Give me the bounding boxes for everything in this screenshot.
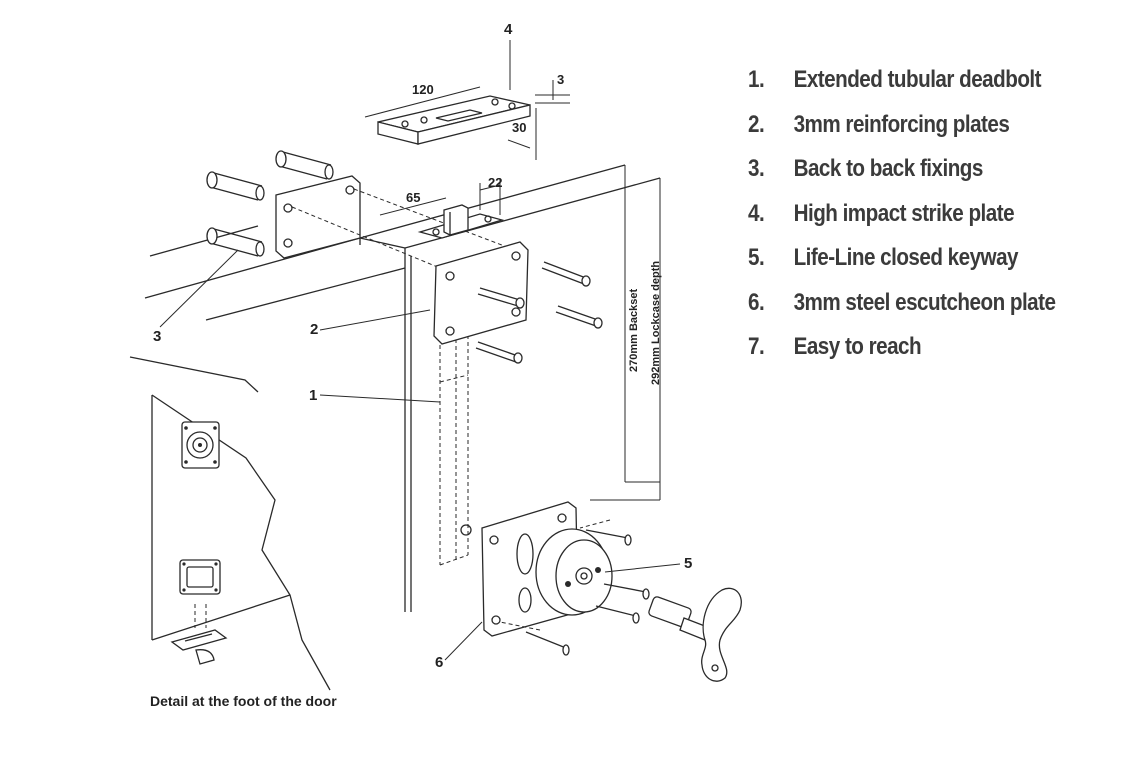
callout-6: 6 <box>435 654 443 671</box>
reinforcing-screws <box>475 261 603 364</box>
reinforcing-plate <box>433 241 603 364</box>
callout-1: 1 <box>309 387 317 404</box>
dim-lockcase-depth: 292mm Lockcase depth <box>650 261 662 385</box>
strike-plate <box>377 95 531 145</box>
legend-text: Life-Line closed keyway <box>793 244 1019 271</box>
legend-number: 7. <box>748 333 765 360</box>
callout-4: 4 <box>504 21 513 38</box>
dim-bolt-width: 22 <box>488 175 502 190</box>
dim-strike-offset: 30 <box>512 120 526 135</box>
legend-item: 3. Back to back fixings <box>748 155 1055 200</box>
legend-number: 6. <box>748 288 765 316</box>
door-foot-detail <box>151 394 331 691</box>
dimension-lines <box>364 40 661 501</box>
legend-item: 4. High impact strike plate <box>748 200 1055 245</box>
legend-number: 4. <box>748 199 765 227</box>
legend-number: 2. <box>748 110 765 138</box>
dim-backset: 270mm Backset <box>628 288 640 372</box>
legend-text: Back to back fixings <box>793 155 984 182</box>
callout-3: 3 <box>153 328 161 345</box>
foot-detail-caption: Detail at the foot of the door <box>150 693 337 709</box>
legend-text: 3mm steel escutcheon plate <box>793 288 1056 316</box>
legend-text: Easy to reach <box>793 333 922 360</box>
callout-numbers: 4 2 1 3 6 5 <box>153 21 692 671</box>
back-to-back-fixings <box>206 150 516 269</box>
legend-number: 3. <box>748 155 765 182</box>
callout-leaders <box>159 249 681 661</box>
legend-text: Extended tubular deadbolt <box>793 66 1042 93</box>
callout-2: 2 <box>310 321 318 338</box>
callout-5: 5 <box>684 555 692 572</box>
legend-number: 5. <box>748 244 765 271</box>
legend-number: 1. <box>748 66 765 93</box>
component-legend: 1. Extended tubular deadbolt 2. 3mm reinfo… <box>748 66 1106 378</box>
escutcheon-plate <box>481 501 650 656</box>
dimension-labels: 120 3 30 65 22 270mm Backset 292mm Lockc… <box>406 72 662 385</box>
dim-strike-thickness: 3 <box>557 72 564 87</box>
legend-item: 2. 3mm reinforcing plates <box>748 111 1055 156</box>
legend-text: 3mm reinforcing plates <box>793 110 1010 138</box>
dim-strike-length: 120 <box>412 82 434 97</box>
legend-item: 1. Extended tubular deadbolt <box>748 66 1055 111</box>
legend-item: 7. Easy to reach <box>748 333 1055 378</box>
t-key <box>648 587 742 682</box>
dim-bolt-offset: 65 <box>406 190 420 205</box>
legend-item: 5. Life-Line closed keyway <box>748 244 1055 289</box>
legend-text: High impact strike plate <box>793 199 1015 227</box>
legend-item: 6. 3mm steel escutcheon plate <box>748 288 1056 334</box>
